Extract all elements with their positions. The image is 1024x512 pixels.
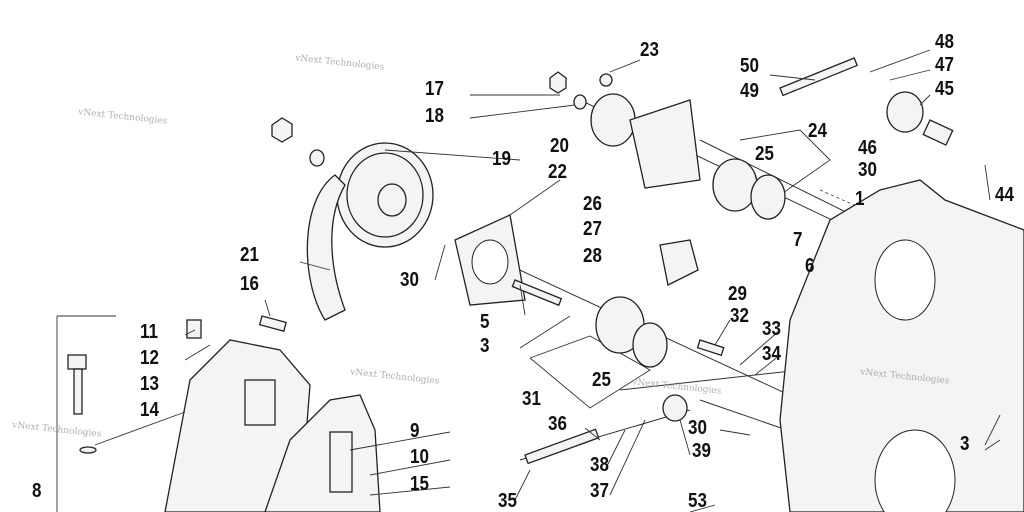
callout-30[interactable]: 30 <box>858 159 877 181</box>
callout-24[interactable]: 24 <box>808 120 827 142</box>
callout-5[interactable]: 5 <box>480 311 490 333</box>
plug-39 <box>662 394 688 422</box>
callout-9[interactable]: 9 <box>410 420 420 442</box>
callout-31[interactable]: 31 <box>522 388 541 410</box>
bearing-25a <box>712 158 758 212</box>
bolt-35 <box>524 428 600 465</box>
callout-25[interactable]: 25 <box>755 143 774 165</box>
roller-45 <box>886 91 924 133</box>
tensioner-28 <box>659 239 699 286</box>
callout-38[interactable]: 38 <box>590 454 609 476</box>
callout-20[interactable]: 20 <box>550 135 569 157</box>
plate-9 <box>329 431 353 493</box>
sprocket-20 <box>590 93 636 147</box>
callout-29[interactable]: 29 <box>728 283 747 305</box>
kit-31-bracket <box>529 335 651 409</box>
callout-37[interactable]: 37 <box>590 480 609 502</box>
callout-18[interactable]: 18 <box>425 105 444 127</box>
callout-17[interactable]: 17 <box>425 78 444 100</box>
dipstick-13 <box>67 354 87 370</box>
washer-18 <box>309 149 325 167</box>
callout-7[interactable]: 7 <box>793 229 803 251</box>
callout-21[interactable]: 21 <box>240 244 259 266</box>
callout-3[interactable]: 3 <box>960 433 970 455</box>
bolt-32 <box>696 339 725 357</box>
bolt-5 <box>511 279 563 307</box>
callout-36[interactable]: 36 <box>548 413 567 435</box>
kit-24-bracket <box>739 129 831 196</box>
callout-32[interactable]: 32 <box>730 305 749 327</box>
callout-53[interactable]: 53 <box>688 490 707 512</box>
callout-35[interactable]: 35 <box>498 490 517 512</box>
callout-14[interactable]: 14 <box>140 399 159 421</box>
callout-49[interactable]: 49 <box>740 80 759 102</box>
nut-17 <box>271 117 293 143</box>
plug-11 <box>186 319 202 339</box>
callout-28[interactable]: 28 <box>583 245 602 267</box>
callout-19[interactable]: 19 <box>492 148 511 170</box>
callout-25[interactable]: 25 <box>592 369 611 391</box>
bushing-46 <box>922 119 954 146</box>
sprocket-19 <box>336 142 434 248</box>
callout-47[interactable]: 47 <box>935 54 954 76</box>
callout-22[interactable]: 22 <box>548 161 567 183</box>
callout-48[interactable]: 48 <box>935 31 954 53</box>
callout-50[interactable]: 50 <box>740 55 759 77</box>
callout-3[interactable]: 3 <box>480 335 490 357</box>
callout-30[interactable]: 30 <box>400 269 419 291</box>
callout-13[interactable]: 13 <box>140 373 159 395</box>
callout-26[interactable]: 26 <box>583 193 602 215</box>
callout-34[interactable]: 34 <box>762 343 781 365</box>
callout-30[interactable]: 30 <box>688 417 707 439</box>
callout-46[interactable]: 46 <box>858 137 877 159</box>
callout-12[interactable]: 12 <box>140 347 159 369</box>
callout-16[interactable]: 16 <box>240 273 259 295</box>
bolt-16 <box>258 315 287 332</box>
callout-6[interactable]: 6 <box>805 255 815 277</box>
block <box>244 379 276 426</box>
callout-44[interactable]: 44 <box>995 184 1014 206</box>
plate-22-upper <box>629 99 701 189</box>
callout-1[interactable]: 1 <box>855 188 865 210</box>
callout-45[interactable]: 45 <box>935 78 954 100</box>
spring-49 <box>779 57 859 97</box>
callout-15[interactable]: 15 <box>410 473 429 495</box>
callout-39[interactable]: 39 <box>692 440 711 462</box>
callout-33[interactable]: 33 <box>762 318 781 340</box>
callout-11[interactable]: 11 <box>140 321 158 343</box>
callout-10[interactable]: 10 <box>410 446 429 468</box>
chain-21 <box>306 174 346 321</box>
callout-23[interactable]: 23 <box>640 39 659 61</box>
callout-8[interactable]: 8 <box>32 480 42 502</box>
housing-1 <box>779 179 1024 512</box>
callout-27[interactable]: 27 <box>583 218 602 240</box>
